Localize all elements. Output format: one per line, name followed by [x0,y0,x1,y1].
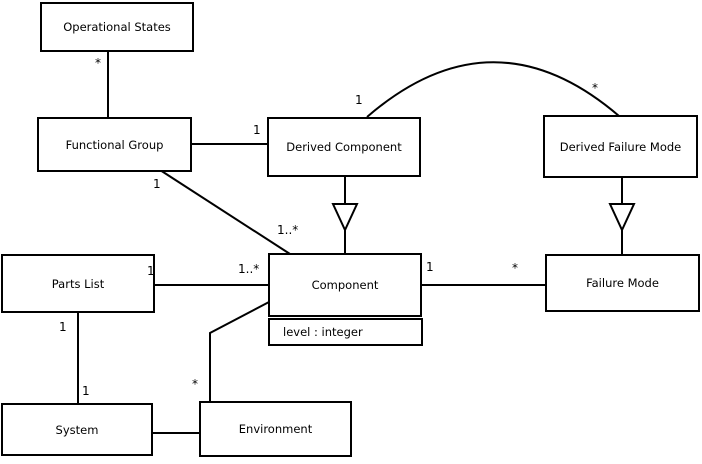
class-box-functional-group[interactable]: Functional Group [37,117,192,172]
multiplicity-label: 1 [355,93,363,107]
class-box-parts-list[interactable]: Parts List [1,254,155,313]
class-box-failure-mode[interactable]: Failure Mode [545,254,700,312]
attribute-label: level : integer [283,325,363,339]
association-arc-derived-component-derived-failure-mode [366,61,620,118]
class-box-derived-failure-mode[interactable]: Derived Failure Mode [543,115,698,178]
class-box-system[interactable]: System [1,403,153,456]
multiplicity-label: 1..* [238,262,260,276]
multiplicity-label: * [95,56,101,70]
multiplicity-label: 1 [153,177,161,191]
multiplicity-label: 1 [59,320,67,334]
multiplicity-label: * [512,261,518,275]
class-name: Component [311,278,379,292]
multiplicity-label: * [192,377,198,391]
multiplicity-label: 1 [253,123,261,137]
generalization-arrowhead-icon [331,203,359,233]
class-name: Operational States [63,20,171,34]
multiplicity-label: 1 [426,260,434,274]
association-environment-component [209,301,270,402]
class-name: Parts List [51,276,105,291]
class-name: System [55,422,99,437]
class-name: Failure Mode [586,276,659,290]
multiplicity-label: 1 [147,264,155,278]
multiplicity-label: 1..* [277,223,299,237]
class-box-component[interactable]: Component [268,253,422,317]
class-box-derived-component[interactable]: Derived Component [267,117,421,177]
multiplicity-label: * [592,81,598,95]
class-name: Derived Component [286,140,402,154]
generalization-arrowhead-icon [608,203,636,233]
class-name: Functional Group [65,137,164,152]
class-attributes-component[interactable]: level : integer [268,318,423,346]
association-functional-group-component [159,169,291,255]
class-name: Environment [238,422,313,436]
class-box-operational-states[interactable]: Operational States [40,2,194,52]
multiplicity-label: 1 [82,384,90,398]
class-name: Derived Failure Mode [559,139,682,154]
class-box-environment[interactable]: Environment [199,401,352,457]
